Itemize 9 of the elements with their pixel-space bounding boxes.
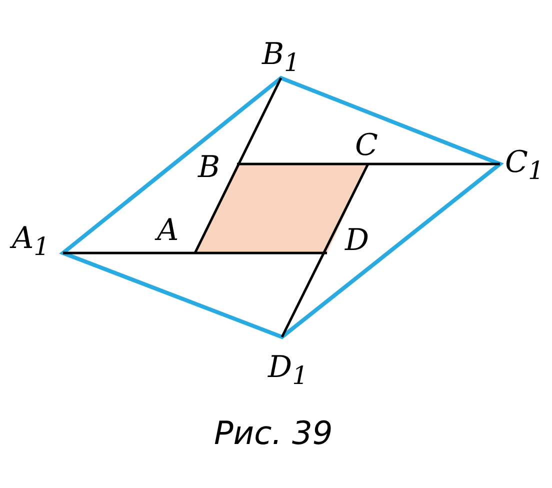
point-label: C bbox=[355, 131, 378, 161]
point-label: D bbox=[345, 226, 370, 256]
figure-caption: Рис. 39 bbox=[214, 414, 333, 452]
point-label: A bbox=[157, 216, 179, 246]
point-label: B$_{1}$ bbox=[262, 40, 300, 75]
point-label: B bbox=[198, 153, 220, 183]
point-label: D$_{1}$ bbox=[268, 353, 308, 388]
point-label: C$_{1}$ bbox=[505, 148, 544, 183]
point-label: A$_{1}$ bbox=[12, 224, 50, 259]
